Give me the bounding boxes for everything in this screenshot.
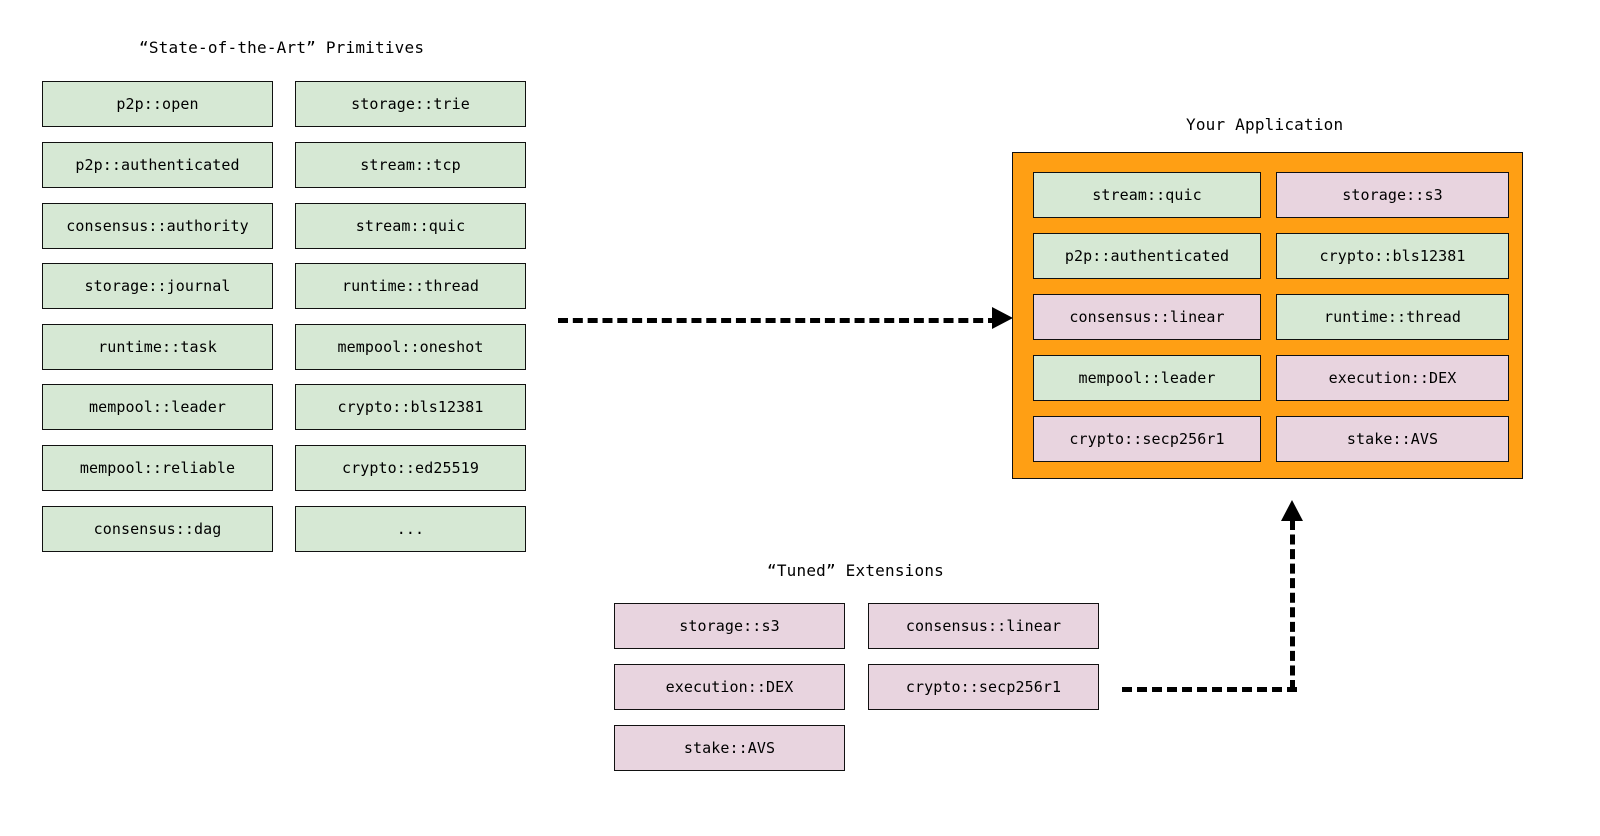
application-module-box[interactable]: execution::DEX bbox=[1276, 355, 1509, 401]
primitive-box-ellipsis[interactable]: ... bbox=[295, 506, 526, 552]
application-module-box[interactable]: mempool::leader bbox=[1033, 355, 1261, 401]
arrowhead-right-icon bbox=[992, 307, 1013, 329]
primitive-box[interactable]: p2p::open bbox=[42, 81, 273, 127]
primitive-box[interactable]: consensus::dag bbox=[42, 506, 273, 552]
extension-box[interactable]: consensus::linear bbox=[868, 603, 1099, 649]
primitive-box[interactable]: runtime::thread bbox=[295, 263, 526, 309]
application-module-box[interactable]: crypto::secp256r1 bbox=[1033, 416, 1261, 462]
dashed-line-horizontal bbox=[1122, 687, 1297, 692]
arrowhead-up-icon bbox=[1281, 500, 1303, 521]
extension-box[interactable]: stake::AVS bbox=[614, 725, 845, 771]
sota-section-title: “State-of-the-Art” Primitives bbox=[139, 38, 425, 57]
primitive-box[interactable]: mempool::reliable bbox=[42, 445, 273, 491]
primitive-box[interactable]: p2p::authenticated bbox=[42, 142, 273, 188]
primitive-box[interactable]: storage::journal bbox=[42, 263, 273, 309]
application-module-box[interactable]: stake::AVS bbox=[1276, 416, 1509, 462]
primitive-box[interactable]: stream::quic bbox=[295, 203, 526, 249]
dashed-line-vertical bbox=[1290, 520, 1295, 690]
application-module-box[interactable]: p2p::authenticated bbox=[1033, 233, 1261, 279]
application-module-box[interactable]: storage::s3 bbox=[1276, 172, 1509, 218]
tuned-extensions-section-title: “Tuned” Extensions bbox=[767, 561, 944, 580]
application-module-box[interactable]: crypto::bls12381 bbox=[1276, 233, 1509, 279]
dashed-line bbox=[558, 318, 998, 323]
extension-box[interactable]: execution::DEX bbox=[614, 664, 845, 710]
primitive-box[interactable]: mempool::oneshot bbox=[295, 324, 526, 370]
primitive-box[interactable]: crypto::bls12381 bbox=[295, 384, 526, 430]
primitive-box[interactable]: consensus::authority bbox=[42, 203, 273, 249]
extension-box[interactable]: storage::s3 bbox=[614, 603, 845, 649]
primitive-box[interactable]: mempool::leader bbox=[42, 384, 273, 430]
application-module-box[interactable]: runtime::thread bbox=[1276, 294, 1509, 340]
application-section-title: Your Application bbox=[1186, 115, 1344, 134]
extension-box[interactable]: crypto::secp256r1 bbox=[868, 664, 1099, 710]
primitive-box[interactable]: crypto::ed25519 bbox=[295, 445, 526, 491]
primitive-box[interactable]: runtime::task bbox=[42, 324, 273, 370]
application-module-box[interactable]: stream::quic bbox=[1033, 172, 1261, 218]
application-module-box[interactable]: consensus::linear bbox=[1033, 294, 1261, 340]
primitive-box[interactable]: stream::tcp bbox=[295, 142, 526, 188]
primitive-box[interactable]: storage::trie bbox=[295, 81, 526, 127]
